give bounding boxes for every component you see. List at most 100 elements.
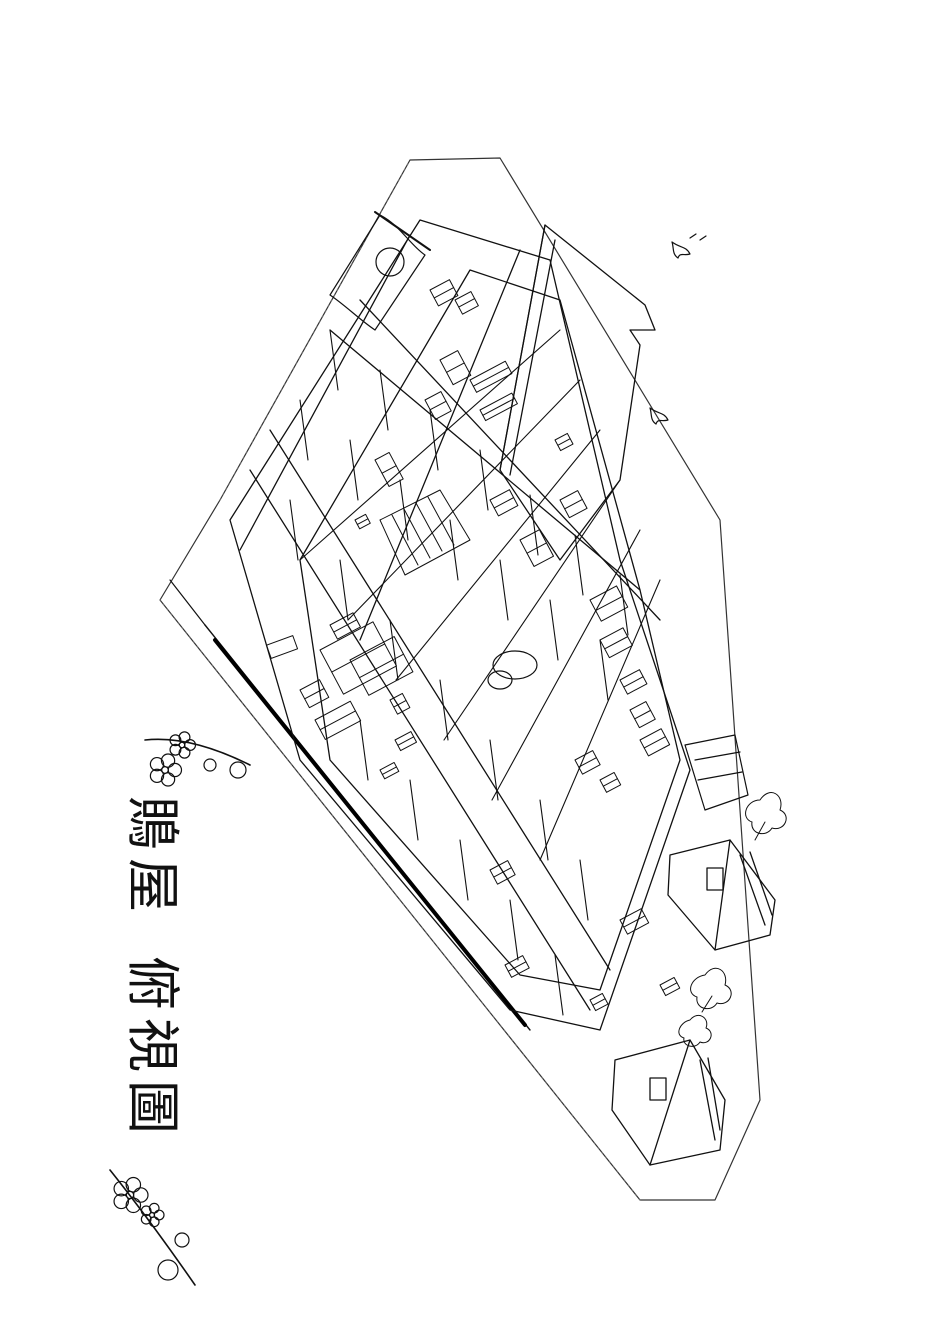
furniture-divider: [358, 653, 405, 679]
hanging-plaque: [265, 635, 299, 659]
furniture-divider: [592, 998, 606, 1006]
furniture-divider: [482, 397, 516, 416]
storehouse-1: [667, 839, 776, 951]
blossom-petal: [133, 1187, 149, 1203]
blossom-petal: [113, 1193, 130, 1210]
noren-banner: [329, 211, 431, 331]
column-post: [509, 899, 519, 961]
furniture-divider: [381, 465, 397, 474]
page-title: 鵙 屋 俯 視 圖: [112, 792, 192, 1172]
blossom-petal: [140, 1213, 152, 1225]
column-post: [349, 439, 359, 501]
column-post: [439, 679, 449, 741]
blossom-petal: [178, 731, 191, 744]
street-wall: [169, 579, 531, 1031]
column-post: [429, 409, 439, 471]
blossom-petal: [169, 734, 182, 747]
column-post: [599, 639, 609, 701]
title-char: 視: [121, 1018, 184, 1072]
blossom-petal: [148, 1202, 160, 1214]
column-post: [554, 954, 564, 1016]
furniture-divider: [433, 287, 455, 299]
storehouse-2: [611, 1039, 726, 1166]
storage-shed: [684, 734, 749, 811]
blossom-petal: [149, 756, 165, 772]
ground-plot: [159, 157, 761, 1201]
furniture-divider: [381, 766, 397, 775]
furniture-divider: [634, 709, 652, 720]
furniture-divider: [393, 699, 407, 708]
blossom-center: [125, 1190, 135, 1200]
furniture-divider: [304, 688, 325, 700]
blossom-petal: [160, 753, 176, 768]
floor-beam: [395, 429, 601, 681]
column-post: [489, 739, 499, 801]
column-post: [329, 329, 339, 391]
furniture-group: [299, 279, 681, 1012]
blossom-center: [161, 766, 169, 774]
floor-beam: [443, 479, 621, 741]
furniture-divider: [458, 298, 476, 308]
column-post: [299, 399, 309, 461]
furniture-divider: [507, 961, 527, 972]
furniture-divider: [557, 438, 571, 446]
noren-crest-icon: [375, 247, 405, 277]
column-post: [339, 559, 349, 621]
furniture-divider: [331, 643, 386, 673]
column-post: [539, 799, 549, 861]
furniture-divider: [319, 710, 356, 731]
column-post: [459, 839, 469, 901]
furniture-divider: [604, 636, 629, 650]
floor-beam: [299, 329, 561, 561]
blossom-petal: [125, 1197, 142, 1214]
central-figure: [487, 650, 538, 690]
furniture-divider: [602, 778, 618, 787]
plum-blossom-bottom-icon: [109, 1169, 196, 1286]
furniture-divider: [564, 498, 583, 510]
bird-icon: [649, 407, 669, 425]
furniture-divider: [493, 867, 512, 878]
column-post: [389, 619, 399, 681]
plum-blossom-top-icon: [144, 731, 251, 787]
furniture-divider: [333, 619, 358, 633]
bird-icon: [671, 233, 707, 259]
blossom-petal: [153, 1209, 165, 1221]
blossom-petal: [149, 768, 165, 784]
garden-trees: [678, 792, 787, 1047]
column-post: [579, 859, 589, 921]
column-post: [359, 719, 369, 781]
blossom-center: [149, 1211, 156, 1218]
column-post: [449, 519, 459, 581]
floor-beam: [347, 379, 581, 621]
furniture-divider: [623, 676, 644, 688]
furniture-divider: [662, 982, 678, 991]
column-post: [529, 494, 539, 556]
column-post: [379, 369, 389, 431]
furniture-divider: [356, 518, 369, 525]
column-post: [549, 599, 559, 661]
blossom-petal: [178, 746, 191, 759]
title-char: 屋: [121, 858, 184, 912]
column-post: [409, 779, 419, 841]
title-char: 圖: [121, 1080, 184, 1134]
blossom-petal: [148, 1216, 160, 1228]
furniture-divider: [397, 736, 415, 746]
furniture-divider: [446, 362, 465, 373]
blossom-petal: [184, 738, 197, 751]
title-char: 鵙: [121, 796, 184, 850]
blossom-petal: [113, 1180, 130, 1197]
furniture-divider: [578, 757, 597, 768]
blossom-center: [178, 741, 186, 749]
column-post: [619, 574, 629, 636]
blossom-petal: [140, 1205, 152, 1217]
title-char: 俯: [121, 956, 184, 1010]
furniture-divider: [595, 596, 623, 612]
column-grid: [289, 329, 661, 1016]
blossom-petal: [169, 743, 182, 756]
column-post: [499, 559, 509, 621]
blossom-petal: [160, 772, 176, 787]
floor-beam: [539, 579, 661, 861]
furniture-divider: [472, 366, 510, 387]
